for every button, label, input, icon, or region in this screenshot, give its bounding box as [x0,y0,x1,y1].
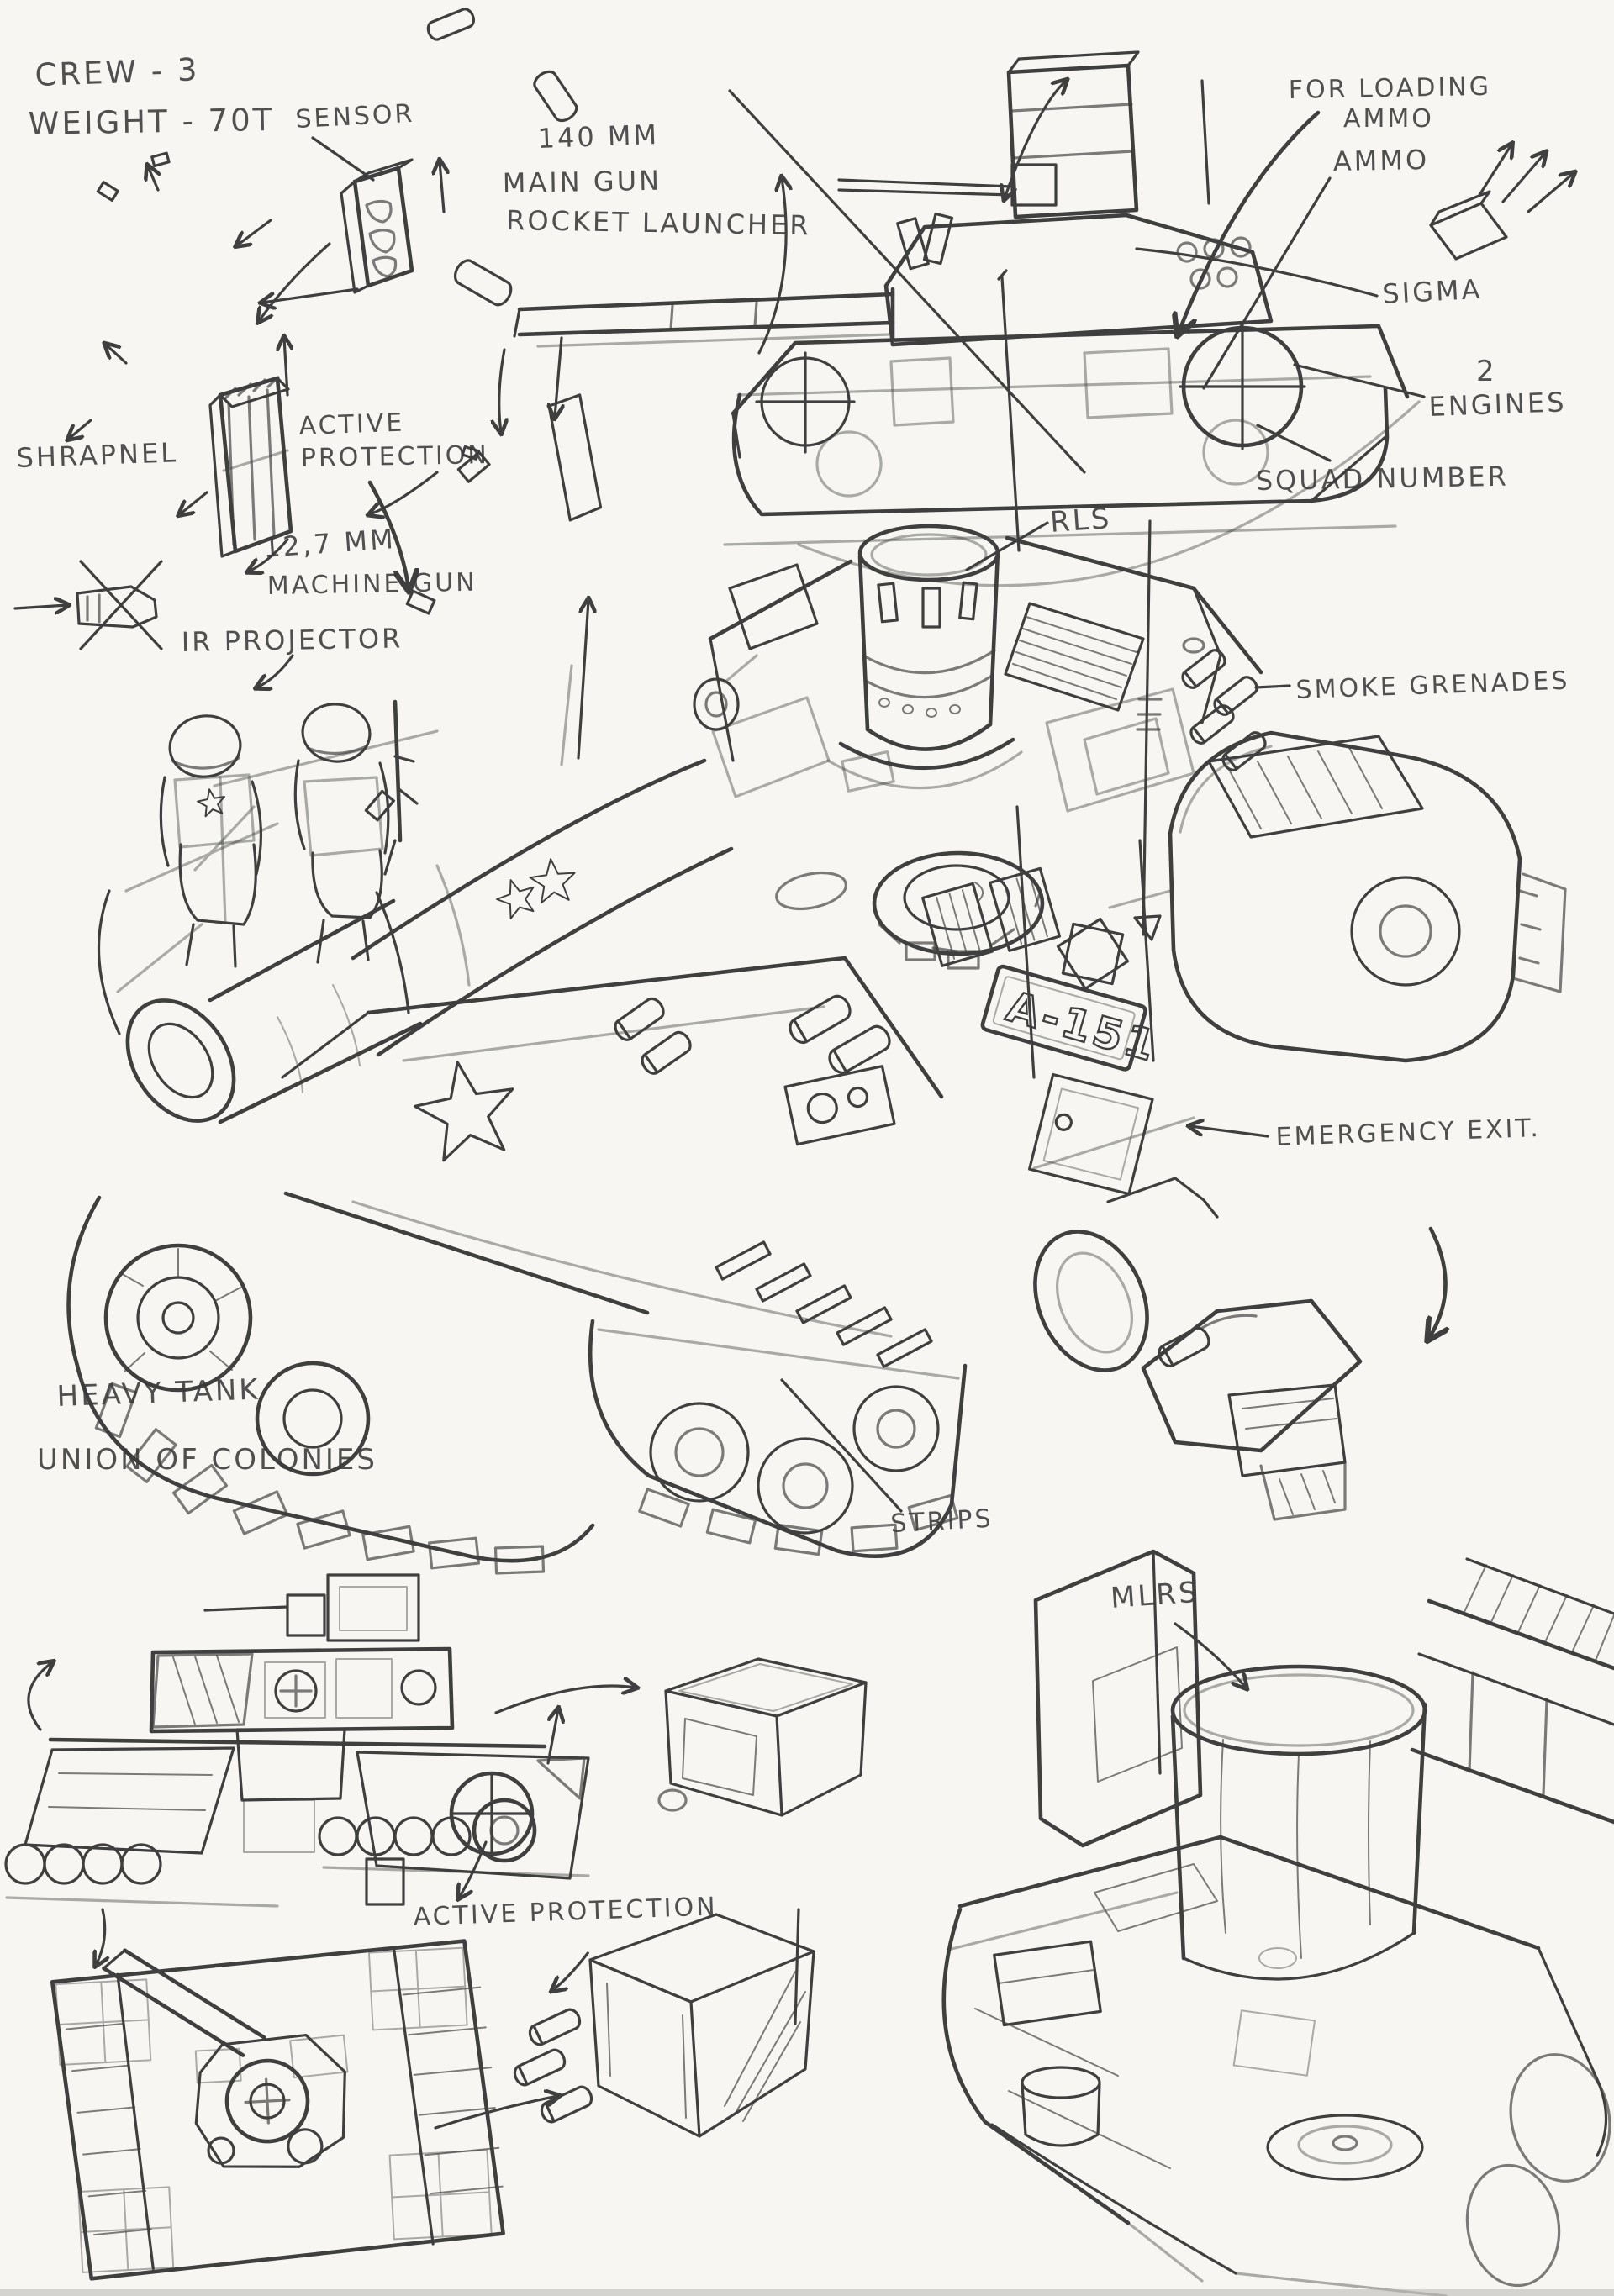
ir-projector-note: IR PROJECTOR [181,600,588,766]
weight-note: WEIGHT - 70T [28,102,274,142]
soldier-right [293,699,419,964]
left-track [66,1195,595,1575]
soldier-left [159,714,263,968]
engines-note: 2 ENGINES [797,355,1567,587]
right-track-pod [1108,730,1567,1063]
shrapnel-label: SHRAPNEL [16,436,179,474]
scan-edge-artifact [0,2289,1614,2296]
glacis-star [409,1054,523,1164]
main-gun-line1: MAIN GUN [502,165,662,199]
cupola-hatch [872,850,1045,970]
loading-ammo-note: FOR LOADING AMMO [1179,72,1491,333]
sensor-label: SENSOR [295,99,416,134]
ammo-note: AMMO [1202,144,1574,390]
main-tank-sketch: A-151 [66,269,1567,1575]
front-track [588,1319,968,1558]
smoke-grenades-note: SMOKE GRENADES [1254,666,1570,705]
emergency-exit-label: EMERGENCY EXIT. [1275,1114,1541,1152]
ir-projector-label: IR PROJECTOR [181,622,403,658]
spec-notes: CREW - 3 WEIGHT - 70T [28,51,274,142]
ejection-module-sketch [1033,1177,1445,1521]
for-loading-line2: AMMO [1343,104,1434,134]
glacis-plate [281,956,944,1338]
mlrs-variant-sketch [942,1549,1614,2296]
active-protection-note: ACTIVE PROTECTION [208,376,490,588]
skirt-strips [715,1240,933,1368]
crew-note: CREW - 3 [34,51,200,93]
active-protection-line2: PROTECTION [301,440,490,473]
machine-gun-label: MACHINE GUN [267,568,477,601]
ammo-label: AMMO [1332,144,1429,177]
machine-gun-note: 12,7 MM MACHINE GUN [262,523,477,601]
sigma-note: SIGMA [1135,247,1483,310]
hull-code-plate: A-151 [980,964,1164,1072]
plan-view-tank-sketch [50,1939,589,2281]
main-gun-note: 140 MM MAIN GUN ROCKET LAUNCHER [502,89,1086,474]
protection-module-sketch [657,1657,868,1817]
hull-cylinders [614,994,891,1075]
turret-star-emblem [1056,917,1130,991]
rls-drum [826,524,1023,790]
crossed-projectile [13,560,163,650]
protection-module-2-sketch [434,1908,815,2138]
main-gun-line2: ROCKET LAUNCHER [506,204,811,241]
soldiers-sketch [159,699,419,968]
emergency-exit-note: EMERGENCY EXIT. [1190,1114,1541,1152]
active-protection-line1: ACTIVE [298,408,405,441]
strips-label: STRIPS [890,1504,994,1539]
for-loading-line1: FOR LOADING [1289,72,1492,105]
smoke-grenade-launchers [1181,637,1267,771]
shrapnel-diagram: SHRAPNEL [13,8,603,822]
radiator-grille [1004,602,1145,712]
engines-label: ENGINES [1428,386,1567,423]
hull-emblem-rear [1179,323,1306,450]
rls-label: RLS [1049,502,1113,540]
squad-number-note: SQUAD NUMBER [1255,424,1509,497]
title-block: HEAVY TANK UNION OF COLONIES [37,1373,377,1477]
hull-emblem-front [755,351,856,454]
smoke-grenades-label: SMOKE GRENADES [1295,666,1570,705]
machine-gun-caliber: 12,7 MM [262,523,397,564]
main-gun-caliber: 140 MM [537,118,660,155]
main-gun-barrel [125,758,734,1124]
engines-count: 2 [1476,355,1497,388]
side-vent-grilles [921,866,1062,967]
rls-note: RLS [965,502,1113,571]
sensor-diagram: SENSOR [237,99,562,432]
title-line2: UNION OF COLONIES [37,1443,377,1477]
squad-number-label: SQUAD NUMBER [1255,461,1509,497]
strips-note: STRIPS [780,1378,994,1539]
side-view-tank-sketch [513,50,1410,546]
shrapnel-bits [96,8,603,822]
sigma-label: SIGMA [1381,273,1483,310]
emergency-hatch [1028,1072,1154,1196]
active-protection-bottom-note: ACTIVE PROTECTION [365,1840,718,1932]
front-view-tank-sketch [4,1573,636,1965]
title-line1: HEAVY TANK [56,1373,261,1414]
